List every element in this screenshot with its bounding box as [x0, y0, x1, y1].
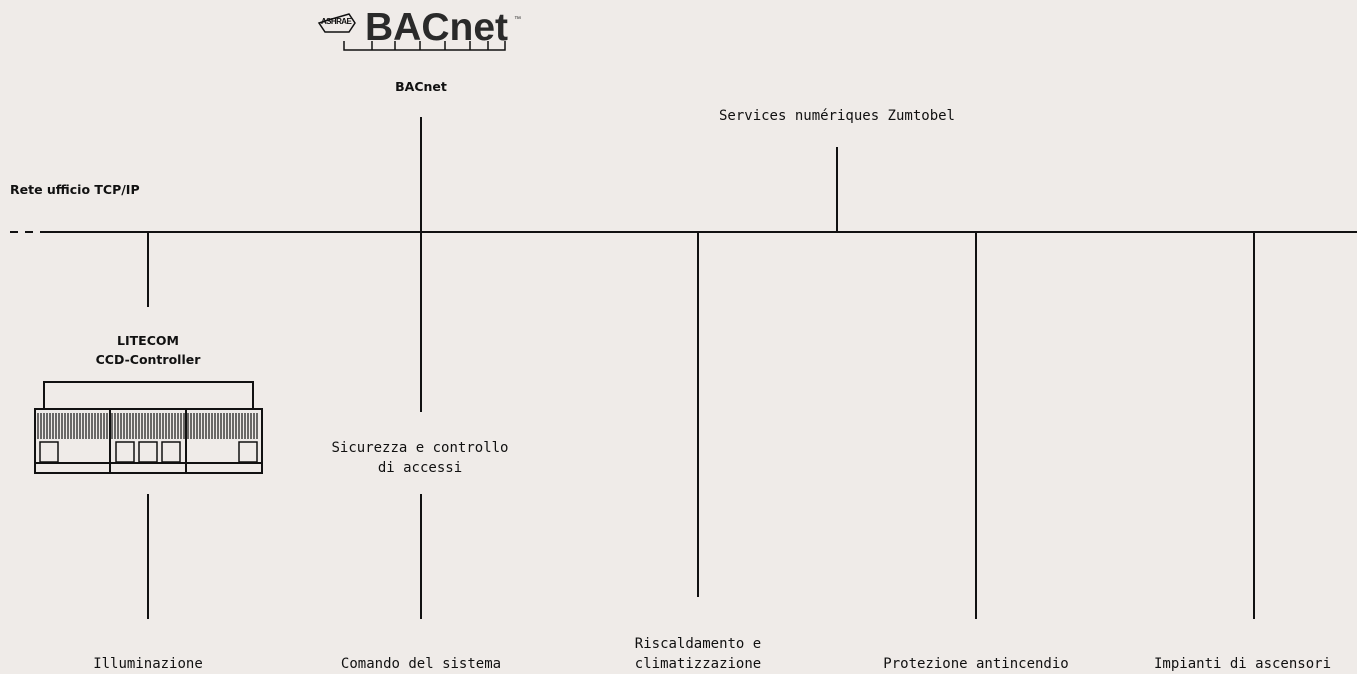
ashrae-badge — [317, 13, 356, 33]
fire-label: Protezione antincendio — [883, 656, 1069, 672]
logo-bracket — [343, 41, 506, 51]
services-label: Services numériques Zumtobel — [718, 108, 955, 124]
network-label: Rete ufficio TCP/IP — [10, 182, 140, 197]
bacnet-wordmark: BACnet — [365, 6, 508, 49]
controller-port-4 — [161, 441, 181, 463]
controller-port-1 — [39, 441, 59, 463]
controller-bracket — [43, 381, 254, 409]
controller-base — [34, 462, 263, 474]
ashrae-logo-text: ASHRAE — [321, 17, 352, 26]
system-control-label: Comando del sistema — [340, 656, 502, 672]
controller-port-3 — [138, 441, 158, 463]
controller-label: LITECOM CCD-Controller — [95, 333, 201, 367]
trademark-symbol: ™ — [514, 16, 521, 23]
controller-port-2 — [115, 441, 135, 463]
bacnet-label: BACnet — [395, 79, 447, 94]
controller-vents — [37, 413, 258, 439]
bacnet-logo — [317, 13, 506, 51]
lighting-label: Illuminazione — [93, 656, 203, 672]
elevators-label: Impianti di ascensori — [1154, 656, 1332, 672]
hvac-label: Riscaldamento e climatizzazione — [634, 636, 762, 672]
security-label: Sicurezza e controllo di accessi — [331, 440, 509, 476]
controller-device — [34, 381, 263, 474]
controller-port-5 — [238, 441, 258, 463]
